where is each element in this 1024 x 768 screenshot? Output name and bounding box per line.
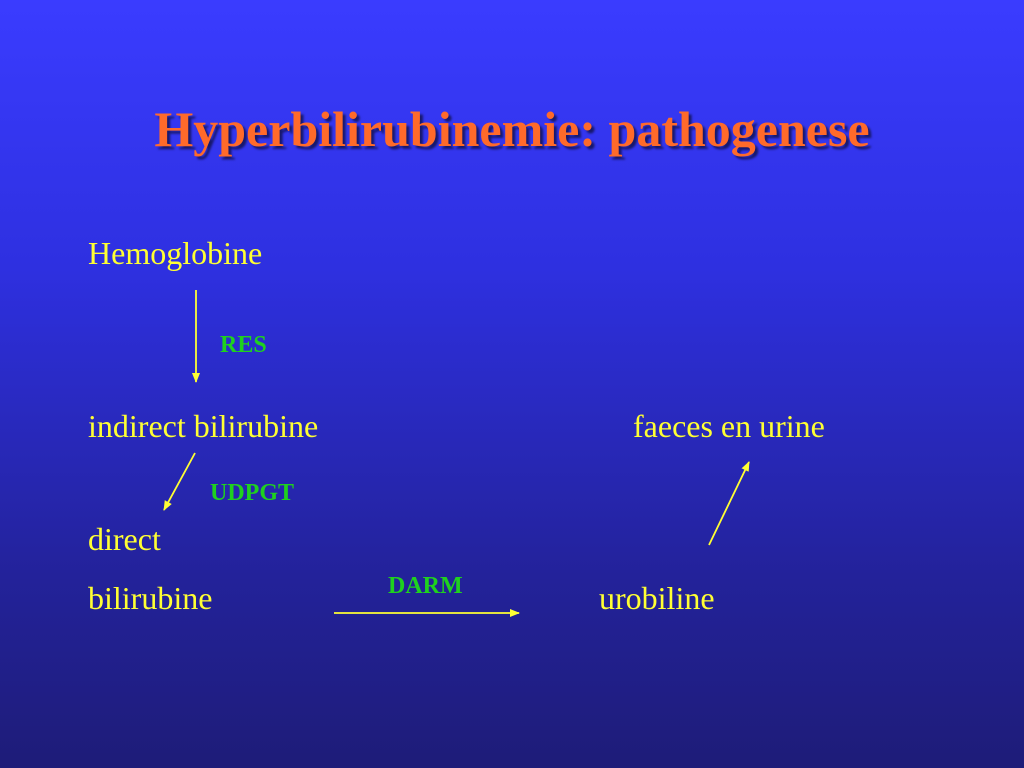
edge-label-res: RES xyxy=(220,332,267,358)
node-urobiline: urobiline xyxy=(599,580,715,616)
node-bilirubine: bilirubine xyxy=(88,580,213,616)
slide-title: Hyperbilirubinemie: pathogenese xyxy=(154,101,870,157)
node-direct: direct xyxy=(88,521,161,557)
edge-label-udpgt: UDPGT xyxy=(210,480,294,506)
arrow-indirect-to-direct xyxy=(163,452,196,511)
node-indirect-bilirubine: indirect bilirubine xyxy=(88,408,319,444)
node-faeces-en-urine: faeces en urine xyxy=(633,408,825,444)
node-hemoglobine: Hemoglobine xyxy=(88,235,263,271)
arrow-urobiline-to-faeces xyxy=(708,461,750,546)
edge-label-darm: DARM xyxy=(388,573,463,599)
